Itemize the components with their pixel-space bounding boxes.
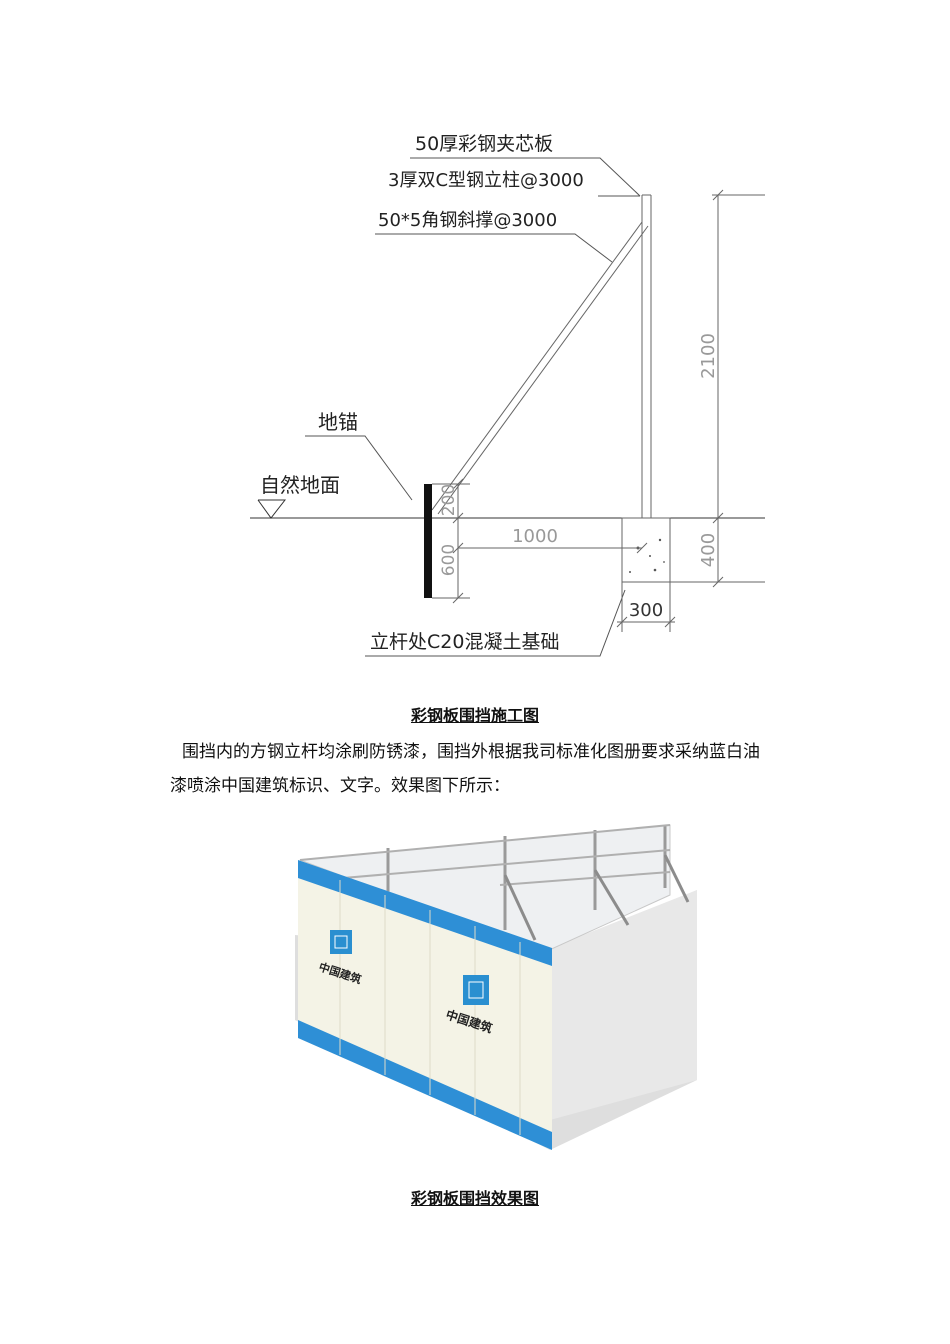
dim-anchor-depth-label: 600 xyxy=(439,544,459,576)
logo-mark-2 xyxy=(463,975,489,1005)
panel-seams xyxy=(339,880,521,1135)
dim-anchor-top-label: 200 xyxy=(439,484,459,516)
steel-post xyxy=(641,194,652,518)
top-stripe xyxy=(298,860,552,966)
leader-panel xyxy=(410,157,641,197)
leader-brace xyxy=(375,233,613,263)
dim-foundation-width xyxy=(616,582,676,632)
label-panel: 50厚彩钢夹芯板 xyxy=(415,133,553,155)
body-paragraph: 围挡内的方钢立杆均涂刷防锈漆，围挡外根据我司标准化图册要求采纳蓝白油 漆喷涂中国… xyxy=(170,735,870,803)
bottom-stripe xyxy=(298,1020,552,1150)
dim-anchor xyxy=(432,478,470,604)
construction-drawing: 2100 400 200 600 1000 xyxy=(250,133,765,657)
back-rails xyxy=(299,824,671,886)
paragraph-line-2: 漆喷涂中国建筑标识、文字。效果图下所示： xyxy=(170,776,510,796)
ground-symbol xyxy=(257,499,287,519)
caption-construction-drawing: 彩钢板围挡施工图 xyxy=(410,706,539,725)
dim-foundation-width-label: 300 xyxy=(629,600,663,621)
dim-height-label: 2100 xyxy=(698,333,719,379)
concrete-foundation xyxy=(621,517,671,583)
dim-spacing-label: 1000 xyxy=(512,526,558,547)
diagonal-brace xyxy=(431,221,649,515)
hoarding-rendering: 中国建筑 中国建筑 xyxy=(295,824,697,1150)
label-ground: 自然地面 xyxy=(260,473,340,497)
concrete-hatch xyxy=(629,538,665,573)
ground-anchor xyxy=(424,484,432,598)
dim-foundation-depth-label: 400 xyxy=(698,533,719,567)
dim-foundation-depth xyxy=(670,518,765,588)
label-brace: 50*5角钢斜撑@3000 xyxy=(378,210,557,231)
leader-foundation xyxy=(365,589,626,657)
label-post: 3厚双C型钢立柱@3000 xyxy=(388,170,584,191)
paragraph-line-1: 围挡内的方钢立杆均涂刷防锈漆，围挡外根据我司标准化图册要求采纳蓝白油 xyxy=(182,742,760,762)
dim-spacing xyxy=(452,542,648,554)
leader-anchor xyxy=(305,435,413,501)
label-foundation: 立杆处C20混凝土基础 xyxy=(370,631,559,653)
label-anchor: 地锚 xyxy=(318,410,358,434)
logo-mark-1 xyxy=(330,930,352,954)
rendered-braces xyxy=(503,854,690,941)
dim-height xyxy=(712,189,765,524)
caption-rendering: 彩钢板围挡效果图 xyxy=(410,1189,539,1208)
